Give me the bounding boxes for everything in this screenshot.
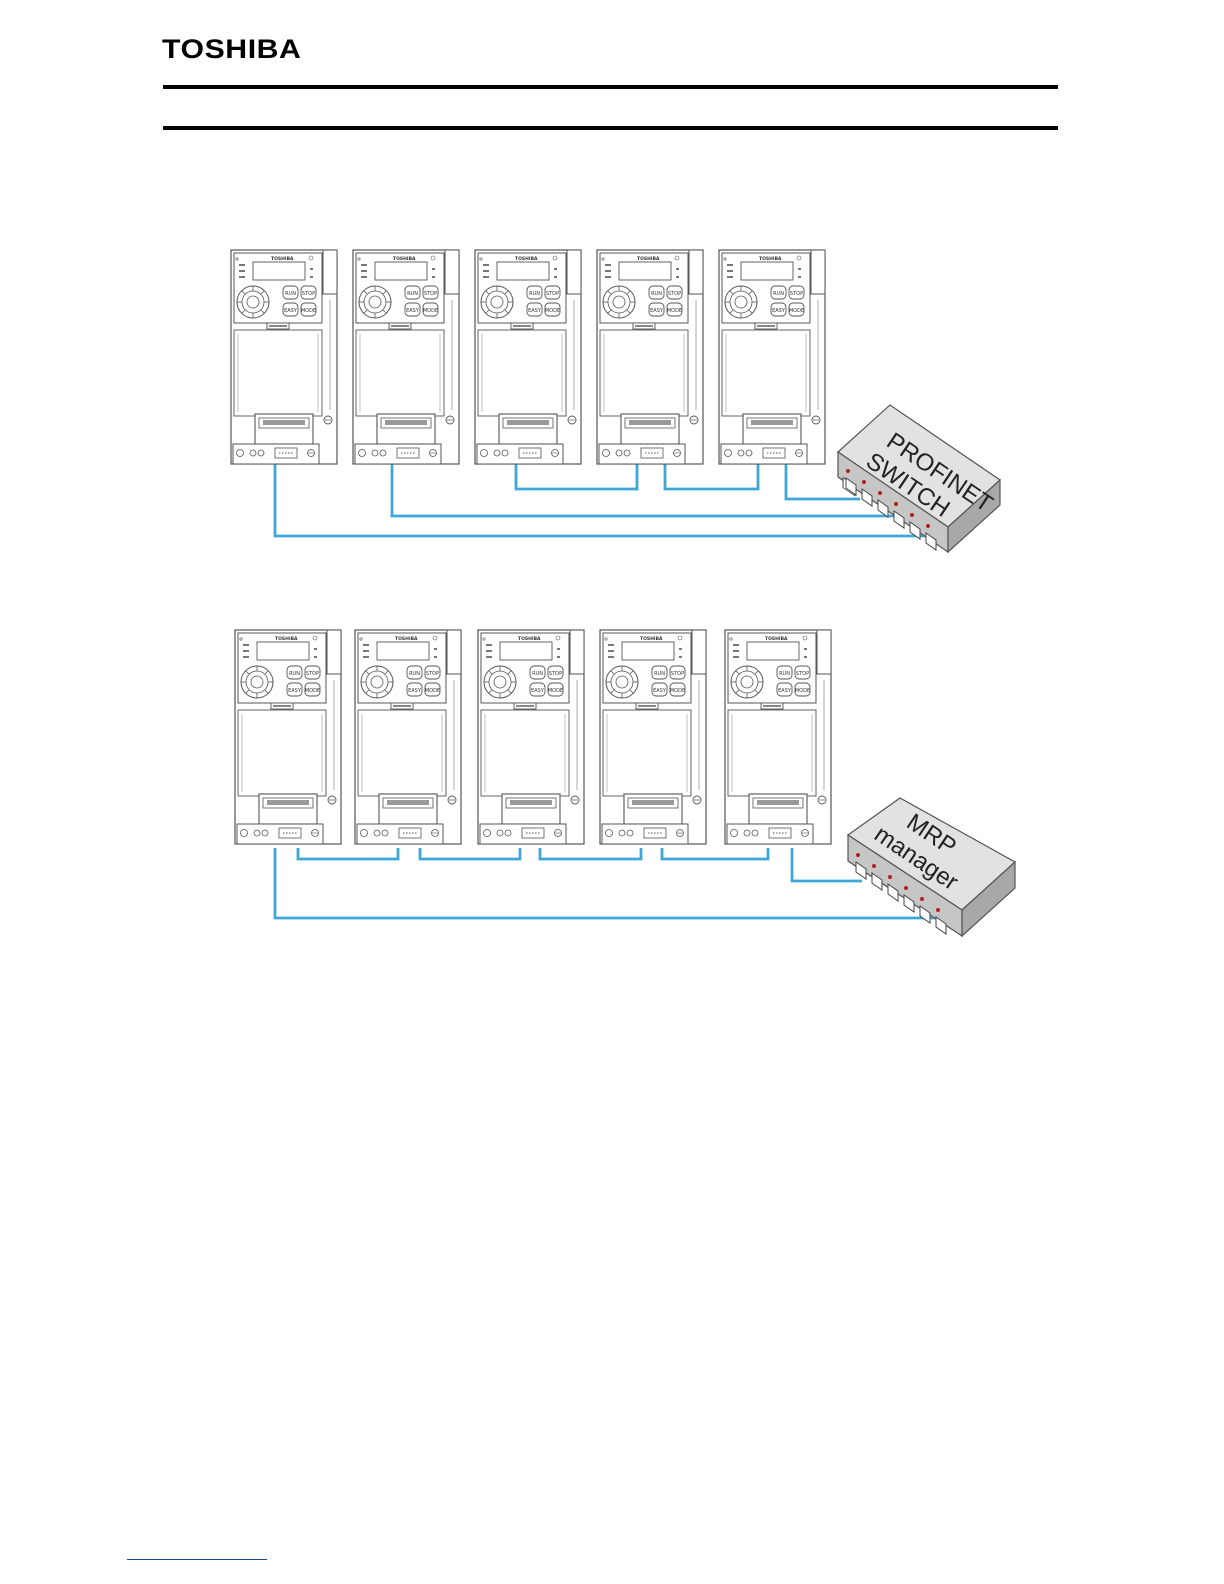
cable-device-2-to-switch [392,464,905,516]
diagram-star-topology: PROFINET SWITCH [231,250,1003,552]
profinet-switch: PROFINET SWITCH [838,405,1003,552]
inverter-drive-1 [231,250,337,464]
inverter-drive-2 [353,250,459,464]
star-cables [275,464,935,536]
cable-device-2-to-device-3 [420,848,520,859]
diagram-ring-topology: MRP manager [235,630,1015,936]
inverter-drive-10 [725,630,831,844]
inverter-drive-8 [478,630,584,844]
cable-device-3-to-device-4 [516,464,637,489]
cable-device-4-to-device-5 [662,848,768,859]
cable-device-1-to-device-2 [298,848,398,859]
inverter-drive-3 [475,250,581,464]
mrp-manager-switch: MRP manager [848,797,1015,936]
inverter-drive-4 [597,250,703,464]
ring-cables [275,848,948,918]
cable-device-4-to-device-5 [665,464,758,489]
cable-device-3-to-device-4 [540,848,641,859]
inverter-drive-6 [235,630,341,844]
footer-link-underline [127,1559,267,1560]
inverter-drive-9 [600,630,706,844]
inverter-drive-5 [719,250,825,464]
inverter-drive-7 [355,630,461,844]
